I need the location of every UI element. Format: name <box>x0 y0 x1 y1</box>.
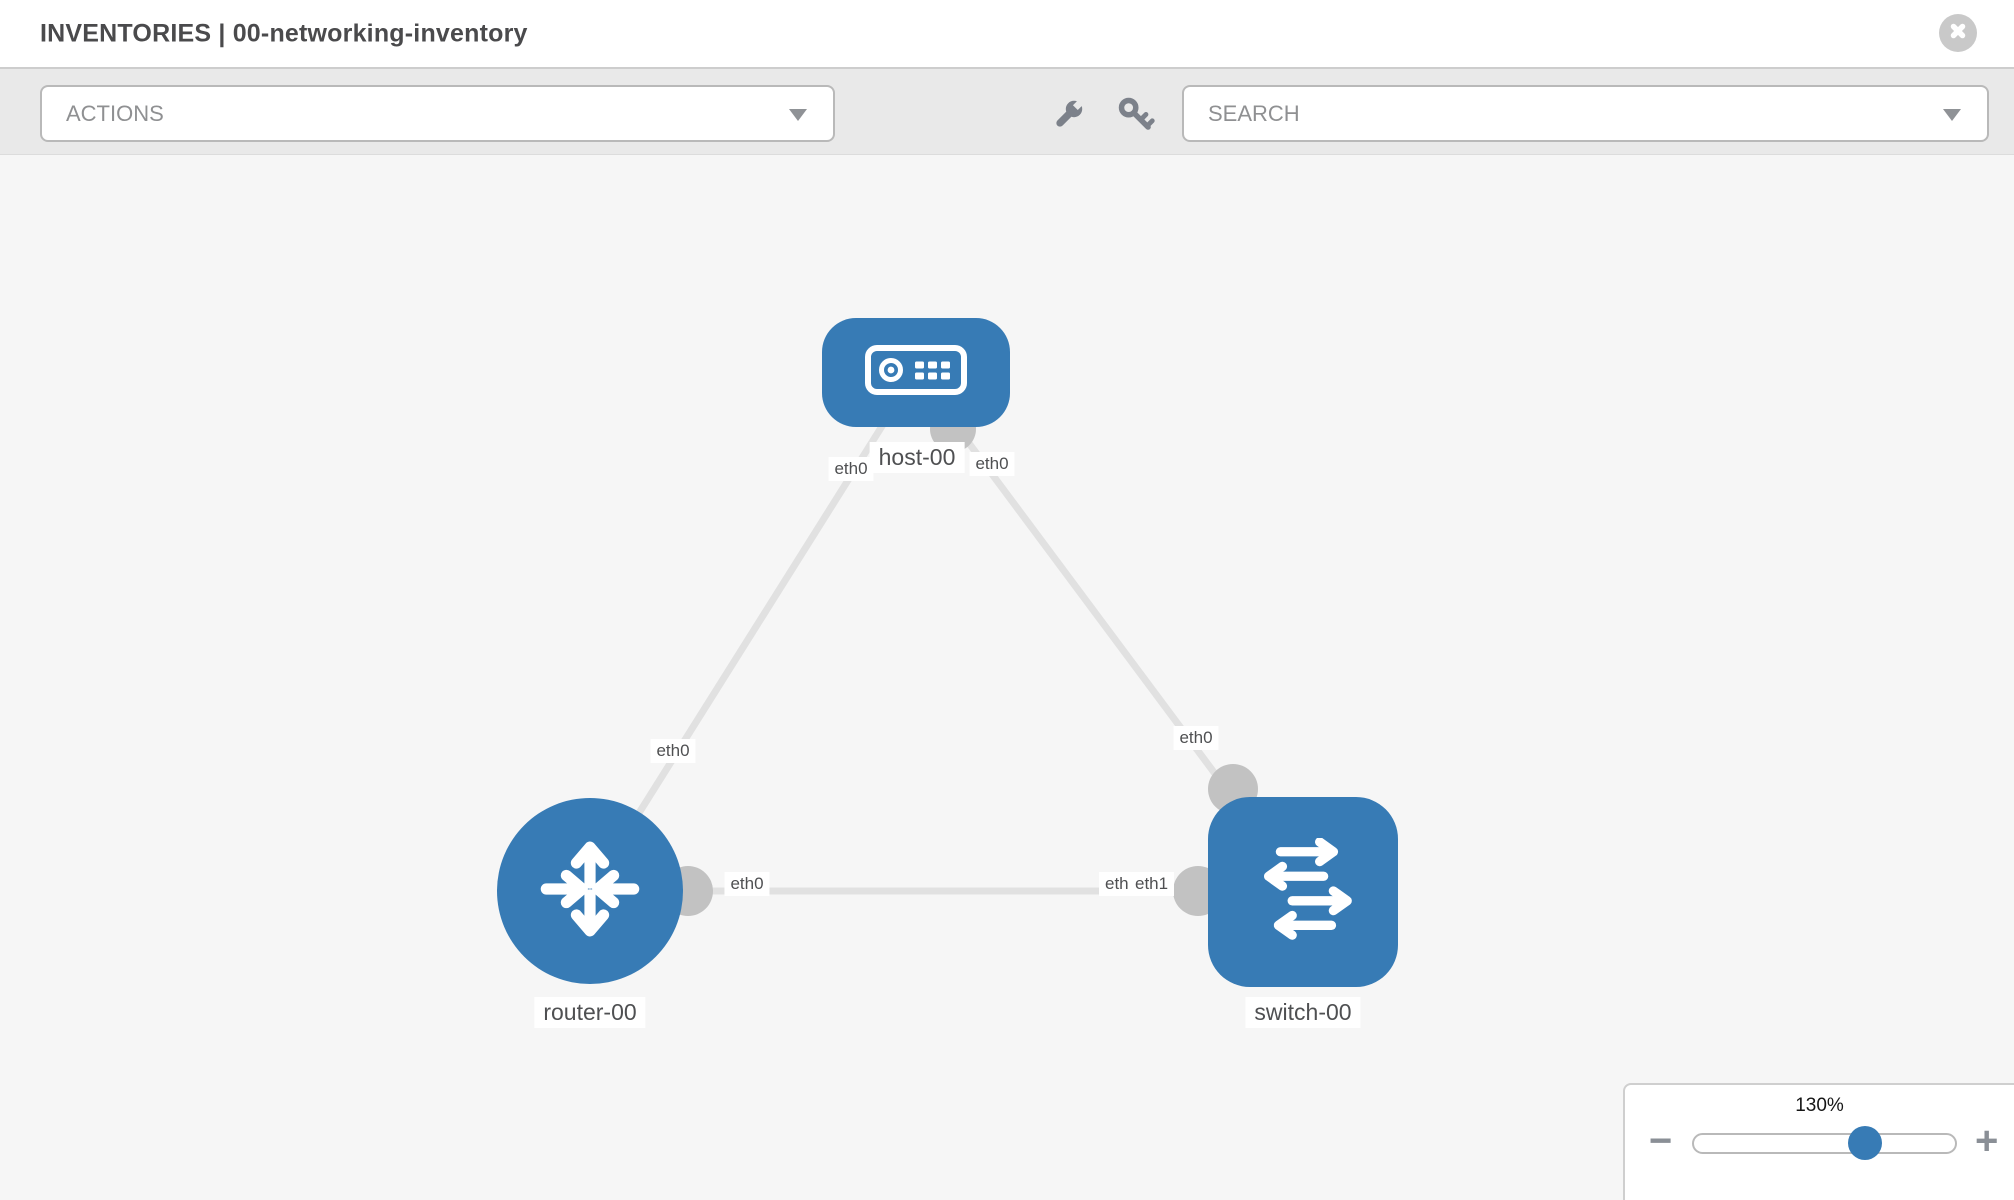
search-dropdown[interactable]: SEARCH <box>1182 85 1989 142</box>
node-switch-00[interactable] <box>1208 797 1398 987</box>
chevron-down-icon <box>1943 108 1961 121</box>
host-icon <box>864 344 968 401</box>
interface-label-router-eth0: eth0 <box>650 739 696 763</box>
zoom-slider-track[interactable] <box>1692 1133 1957 1154</box>
router-icon <box>531 830 649 953</box>
wrench-icon <box>1048 95 1088 140</box>
zoom-slider-thumb[interactable] <box>1848 1126 1882 1160</box>
close-button[interactable] <box>1939 14 1977 52</box>
configure-tools-button[interactable] <box>1046 95 1090 139</box>
topology-canvas[interactable]: host-00 router-00 switch-00 eth0 eth0 et… <box>0 155 2014 1200</box>
node-host-00[interactable] <box>822 318 1010 427</box>
chevron-down-icon <box>789 108 807 121</box>
node-label-router-00: router-00 <box>534 997 646 1028</box>
zoom-level-value: 130% <box>1795 1095 1844 1116</box>
search-dropdown-value: SEARCH <box>1208 100 1300 126</box>
interface-label-switch-eth0: eth0 <box>1173 726 1219 750</box>
actions-dropdown-value: ACTIONS <box>66 100 164 126</box>
close-icon <box>1946 19 1970 48</box>
node-label-host-00: host-00 <box>869 442 965 473</box>
zoom-out-button[interactable]: − <box>1649 1119 1673 1163</box>
actions-dropdown[interactable]: ACTIONS <box>40 85 835 142</box>
toolbar: ACTIONS <box>0 67 2014 155</box>
node-label-switch-00: switch-00 <box>1245 997 1361 1028</box>
switch-icon <box>1245 836 1361 947</box>
interface-label-host-eth0-left: eth0 <box>828 457 874 481</box>
credentials-button[interactable] <box>1114 95 1158 139</box>
header-bar: INVENTORIES | 00-networking-inventory <box>0 0 2014 67</box>
links-layer <box>587 369 1306 916</box>
zoom-control-panel: 130% − + <box>1623 1083 2014 1200</box>
zoom-in-button[interactable]: + <box>1975 1119 1999 1163</box>
key-icon <box>1115 94 1157 141</box>
interface-label-switch-eth1: eth1 <box>1129 872 1175 896</box>
interface-label-host-eth0-right: eth0 <box>969 452 1015 476</box>
interface-label-router-eth0-link: eth0 <box>724 872 770 896</box>
page-title: INVENTORIES | 00-networking-inventory <box>40 19 528 47</box>
node-router-00[interactable] <box>497 798 683 984</box>
